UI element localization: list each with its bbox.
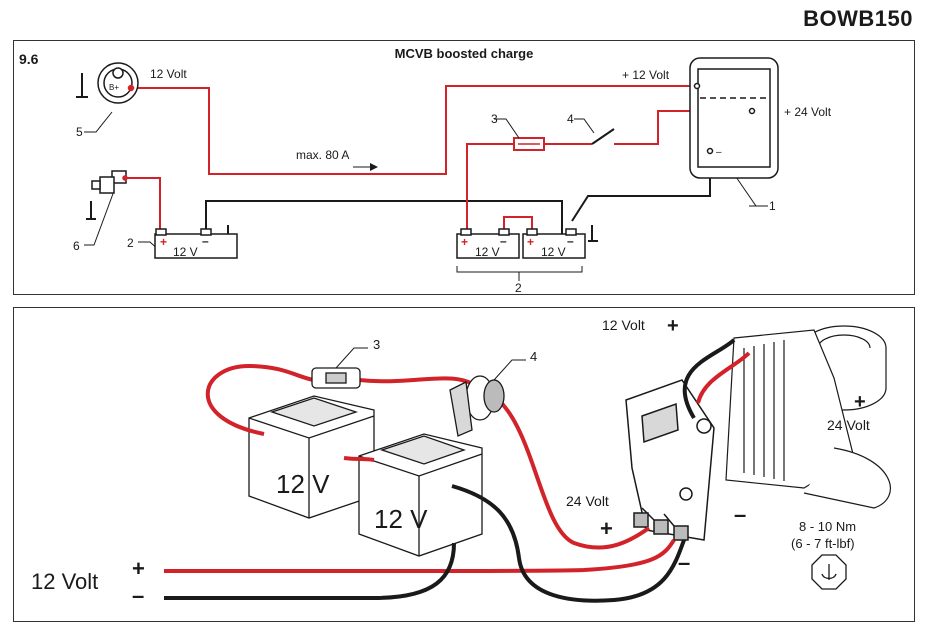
plus-24-right: + [854,391,866,413]
battery-1-minus: – [202,234,209,248]
control-module [625,379,715,541]
wiring-diagram-panel: 9.6 MCVB boosted charge [13,40,915,295]
pump-housing [725,325,891,509]
wiring-schematic: B+ [73,57,832,294]
starter-motor-symbol [91,170,128,194]
callout-1: 1 [769,199,776,213]
output-24v-label: + 24 Volt [784,105,832,119]
max-current-label: max. 80 A [296,148,349,162]
converter-box [689,57,779,179]
fuse-illustration [311,367,361,389]
callout-switch: 4 [530,349,537,364]
battery-left-label: 12 V [276,469,330,499]
installation-illustration-panel: 3 4 12 V 12 V 12 Volt 24 Volt 24 Volt 12… [13,307,915,622]
document-code: BOWB150 [803,6,913,31]
callout-6: 6 [73,239,80,253]
callout-5: 5 [76,125,83,139]
minus-12-left: – [132,583,144,608]
box-minus-label: – [716,147,722,158]
battery-2-label: 12 V [475,245,500,259]
voltage-24-left: 24 Volt [566,493,609,509]
torque-ftlbf-label: (6 - 7 ft-lbf) [791,536,855,551]
black-wires [81,73,711,241]
plus-12-top: + [667,315,679,337]
callout-2b: 2 [515,281,522,294]
battery-3-minus: – [567,234,574,248]
ground-symbols [76,96,598,242]
battery-3-label: 12 V [541,245,566,259]
red-wires-illustration [164,351,751,573]
plus-12-left: + [132,556,145,581]
voltage-12-top: 12 Volt [602,317,645,333]
voltage-24-right: 24 Volt [827,417,870,433]
battery-1 [154,228,238,259]
callout-2: 2 [127,236,134,250]
battery-2 [456,228,520,259]
battery-1-plus: + [160,235,167,249]
callout-fuse: 3 [373,337,380,352]
section-number: 9.6 [19,51,39,67]
battery-left [248,395,375,519]
black-wires-illustration [164,338,736,603]
diagram-title: MCVB boosted charge [394,46,534,61]
callout-leaders [84,111,768,281]
callout-3: 3 [491,112,498,126]
alt-voltage-label: 12 Volt [150,67,187,81]
output-12v-label: + 12 Volt [622,68,670,82]
battery-3-plus: + [527,235,534,249]
battery-3 [522,228,586,259]
illustration-leaders [335,347,526,381]
battery-1-label: 12 V [173,245,198,259]
alternator-terminal-label: B+ [109,83,119,92]
battery-2-minus: – [500,234,507,248]
torque-nm-label: 8 - 10 Nm [799,519,856,534]
plus-24-left: + [600,516,613,541]
battery-right [358,433,483,557]
torque-symbol [811,554,847,590]
battery-right-label: 12 V [374,504,428,534]
minus-bottom: – [678,550,690,575]
callout-4: 4 [567,112,574,126]
battery-2-plus: + [461,235,468,249]
installation-illustration: 3 4 12 V 12 V 12 Volt 24 Volt 24 Volt 12… [31,315,891,608]
battery-switch-illustration [449,375,505,437]
alternator-symbol [97,62,139,104]
switch-symbol [591,128,615,145]
voltage-12-left: 12 Volt [31,569,98,594]
minus-module: – [734,502,746,527]
red-wires [125,85,752,229]
